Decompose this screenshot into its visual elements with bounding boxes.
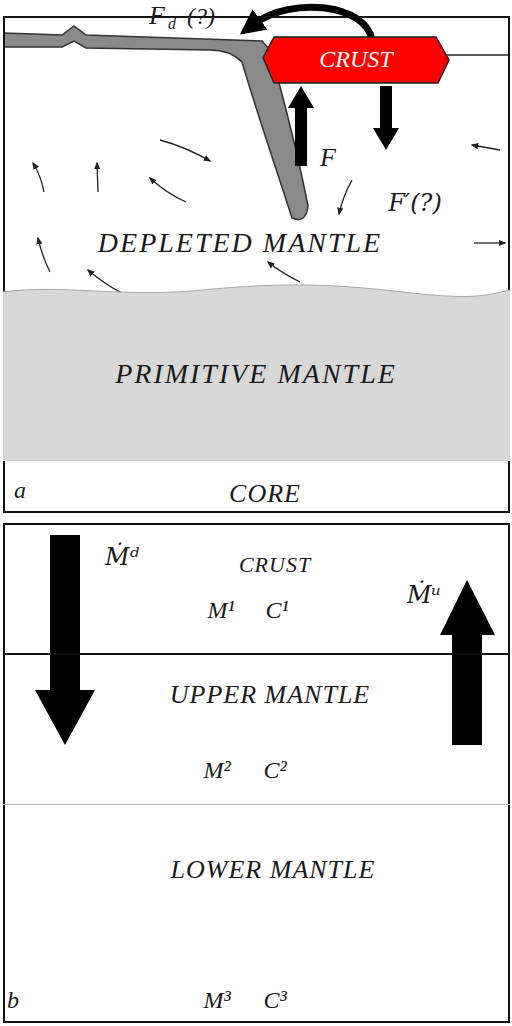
flow-arrow <box>97 163 98 192</box>
band-edge <box>3 285 510 297</box>
panel-letter: b <box>7 988 19 1012</box>
surface-line <box>447 54 510 56</box>
convection-arrows <box>33 140 505 307</box>
layer-label: LOWER MANTLE <box>171 857 376 883</box>
lower-mantle-layer: LOWER MANTLE M³ C³ <box>3 805 510 1023</box>
force-arrow <box>373 86 399 150</box>
panel-frame: a CRUST PRIMITIVE MANTLE <box>3 16 510 513</box>
flow-arrow <box>38 238 50 272</box>
concentration-symbol: C² <box>263 758 286 782</box>
force-arrow <box>288 86 314 166</box>
concentration-symbol: C¹ <box>265 598 288 622</box>
panel-letter: a <box>14 478 26 502</box>
region-label: DEPLETED MANTLE <box>98 229 382 257</box>
force-label: F <box>149 3 165 29</box>
crust-label: CRUST <box>319 47 392 71</box>
flux-label: Ṁᵈ <box>105 545 139 569</box>
downward-flux-arrow <box>35 535 95 745</box>
flow-arrow <box>150 178 186 202</box>
mass-symbol: M³ <box>203 988 230 1012</box>
layer-label: CRUST <box>239 554 311 576</box>
force-label: F <box>320 145 336 171</box>
force-label: (?) <box>187 4 215 28</box>
concentration-symbol: C³ <box>263 988 286 1012</box>
drag-force-arrow <box>254 7 372 40</box>
layer-label: UPPER MANTLE <box>170 682 371 708</box>
subducting-slab <box>4 26 308 220</box>
mass-symbol: M² <box>203 758 230 782</box>
flow-arrow <box>160 140 210 161</box>
primitive-mantle-band: PRIMITIVE MANTLE <box>3 284 510 461</box>
flow-arrow <box>268 262 300 282</box>
upward-flux-arrow <box>440 580 495 745</box>
flux-label: Ṁᵘ <box>407 583 441 607</box>
region-label: PRIMITIVE MANTLE <box>115 360 397 388</box>
flow-arrow <box>33 163 44 192</box>
force-label: F′(?) <box>388 191 442 215</box>
flow-arrow <box>474 242 505 243</box>
region-label: CORE <box>229 481 301 507</box>
band-ground <box>3 285 510 461</box>
crust-hexagon <box>263 37 449 83</box>
mass-symbol: M¹ <box>207 598 234 622</box>
flow-arrow <box>88 270 122 293</box>
flow-arrow <box>339 180 352 214</box>
upper-mantle-layer: UPPER MANTLE M² C² <box>3 655 510 805</box>
flow-arrow <box>472 145 500 150</box>
force-subscript: d <box>168 16 176 32</box>
crust-block: CRUST <box>262 36 450 84</box>
